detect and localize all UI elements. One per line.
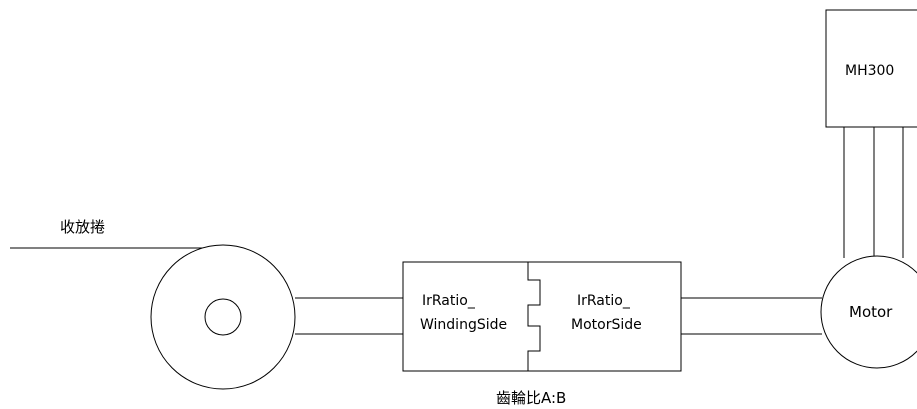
gear-coupling-divider xyxy=(527,262,541,371)
controller-label: MH300 xyxy=(845,63,894,79)
controller-box xyxy=(825,9,917,128)
motor-side-label-line2: MotorSide xyxy=(571,317,642,333)
winder-label: 收放捲 xyxy=(60,218,105,236)
gearbox-housing xyxy=(402,261,682,372)
gear-ratio-caption: 齒輪比A:B xyxy=(496,389,566,407)
motor-side-label-line1: IrRatio_ xyxy=(577,293,631,309)
motor-label: Motor xyxy=(849,303,893,321)
winder-roll-core xyxy=(204,298,242,336)
winding-side-label-line1: IrRatio_ xyxy=(422,293,476,309)
winding-side-label-line2: WindingSide xyxy=(420,317,507,333)
motor-body xyxy=(820,255,917,369)
